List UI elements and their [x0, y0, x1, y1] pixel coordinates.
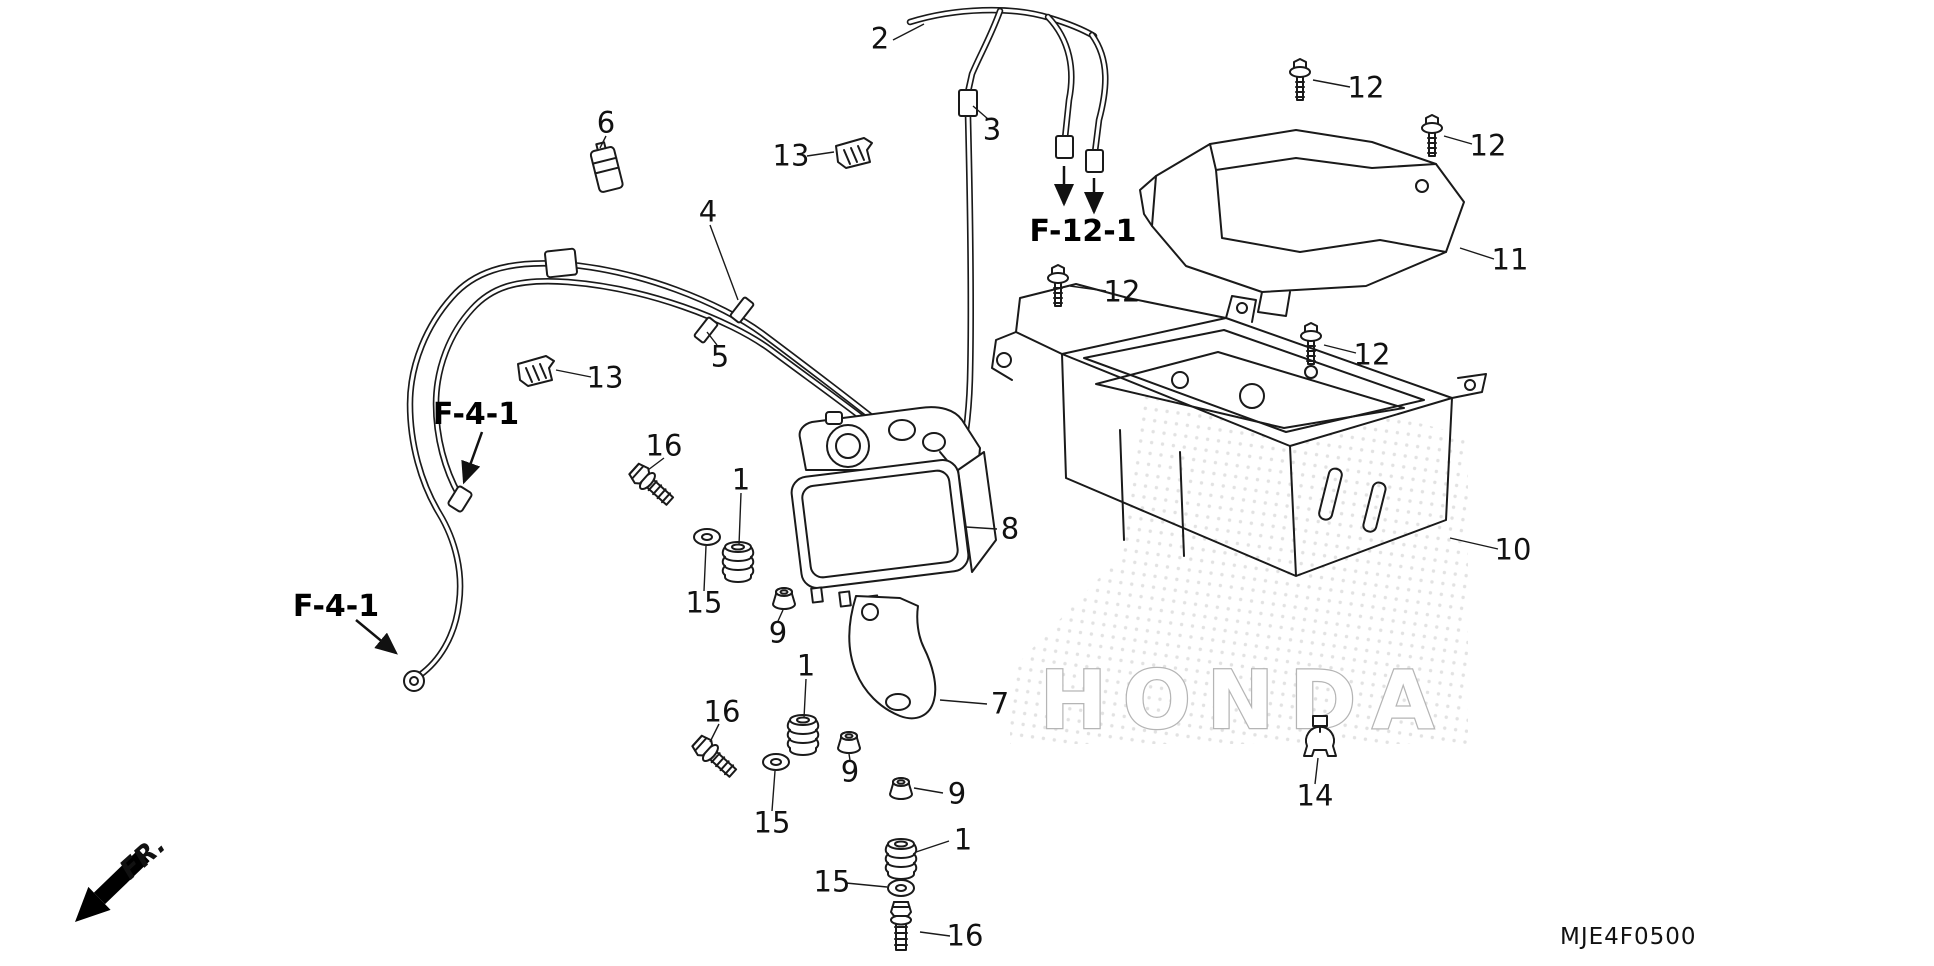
part-callout-12: 12	[1469, 128, 1507, 163]
part-callout-9: 9	[947, 776, 967, 811]
pipe-connector	[589, 141, 624, 193]
mounting-collar	[772, 587, 796, 610]
part-callout-12: 12	[1347, 70, 1385, 105]
part-callout-5: 5	[710, 339, 730, 374]
mounting-collar	[837, 731, 861, 754]
part-callout-6: 6	[596, 105, 616, 140]
pipe-clip	[835, 137, 873, 169]
part-callout-9: 9	[768, 615, 788, 650]
plain-washer	[887, 879, 915, 897]
plain-washer	[762, 753, 790, 771]
pipe-clip	[517, 355, 555, 387]
flange-bolt	[1047, 264, 1069, 307]
part-callout-15: 15	[753, 805, 791, 840]
part-callout-14: 14	[1296, 778, 1334, 813]
tube-clamp	[1303, 715, 1337, 757]
flange-bolt	[1289, 58, 1311, 101]
plain-washer	[693, 528, 721, 546]
part-callout-7: 7	[990, 686, 1010, 721]
halftone-pattern	[1010, 352, 1468, 744]
f-12-1-arrows	[1054, 166, 1104, 215]
part-callout-11: 11	[1491, 242, 1529, 277]
hex-flange-bolt	[689, 732, 741, 782]
modulator-bracket	[848, 595, 937, 720]
part-callout-1: 1	[731, 462, 751, 497]
part-callout-10: 10	[1494, 532, 1532, 567]
diagram-code: MJE4F0500	[1560, 924, 1697, 950]
hex-flange-bolt	[890, 901, 912, 951]
part-callout-12: 12	[1353, 337, 1391, 372]
part-callout-1: 1	[796, 648, 816, 683]
battery-tray-cover	[1139, 129, 1465, 317]
front-direction-arrow	[75, 849, 150, 922]
ref-label-f-12-1: F-12-1	[1029, 214, 1137, 249]
leader-lines	[555, 23, 1499, 937]
part-callout-12: 12	[1103, 274, 1141, 309]
hex-flange-bolt	[626, 460, 678, 510]
mounting-grommet	[884, 838, 918, 880]
part-callout-16: 16	[645, 428, 683, 463]
flange-bolt	[1421, 114, 1443, 157]
front-brake-pipes	[403, 247, 900, 692]
ref-label-f-4-1: F-4-1	[432, 397, 520, 432]
mounting-collar	[889, 777, 913, 800]
battery-tray	[991, 283, 1487, 577]
mounting-grommet	[721, 541, 755, 583]
part-callout-2: 2	[870, 21, 890, 56]
part-callout-4: 4	[698, 194, 718, 229]
ref-label-f-4-1: F-4-1	[292, 589, 380, 624]
part-callout-3: 3	[982, 112, 1002, 147]
honda-watermark: HONDA	[1040, 654, 1450, 747]
part-callout-15: 15	[813, 864, 851, 899]
part-callout-13: 13	[586, 360, 624, 395]
part-callout-9: 9	[840, 754, 860, 789]
mounting-grommet	[786, 714, 820, 756]
part-callout-13: 13	[772, 138, 810, 173]
f-4-1-arrows	[355, 431, 484, 655]
part-callout-1: 1	[953, 822, 973, 857]
part-callout-8: 8	[1000, 511, 1020, 546]
part-callout-16: 16	[946, 918, 984, 953]
part-callout-16: 16	[703, 694, 741, 729]
abs-modulator	[790, 406, 997, 612]
part-callout-15: 15	[685, 585, 723, 620]
